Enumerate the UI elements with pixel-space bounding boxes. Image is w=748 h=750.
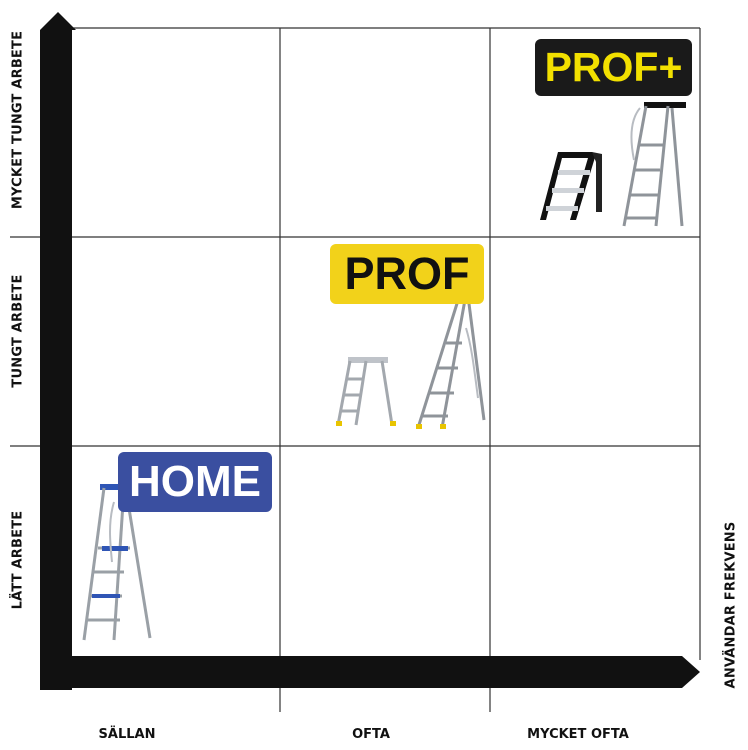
prof-plus-badge: PROF+ (535, 39, 692, 96)
prof-badge: PROF (330, 244, 484, 304)
x-axis-arrow (40, 656, 700, 688)
x-axis-title: ANVÄNDAR FREKVENS (723, 521, 739, 689)
x-label-very-often: MYCKET OFTA (527, 727, 629, 742)
step-stool-icon (540, 152, 602, 220)
home-badge: HOME (118, 452, 272, 512)
y-label-heavy-work: TUNGT ARBETE (10, 274, 26, 388)
axes (40, 12, 700, 690)
ladder-icon (82, 484, 152, 641)
ladder-icon (622, 102, 686, 227)
ladder-icon (416, 290, 486, 429)
y-label-light-work: LÄTT ARBETE (10, 510, 26, 610)
y-axis-arrow (40, 12, 76, 690)
x-label-often: OFTA (352, 727, 390, 742)
step-stool-icon (336, 357, 396, 426)
x-label-rarely: SÄLLAN (98, 727, 156, 742)
grid (10, 27, 701, 712)
y-label-very-heavy-work: MYCKET TUNGT ARBETE (10, 30, 26, 210)
